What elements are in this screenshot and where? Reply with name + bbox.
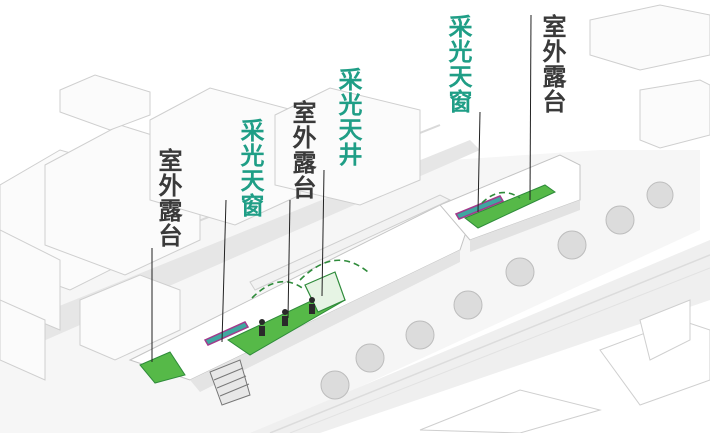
label-lightwell: 采光天井	[334, 67, 362, 167]
tree-icon	[505, 257, 535, 287]
label-terrace-middle: 室外露台	[288, 100, 316, 200]
foreground-buildings	[419, 299, 710, 433]
daylight-arcs	[251, 191, 521, 299]
label-terrace-right: 室外露台	[538, 14, 566, 114]
skylight-icon	[454, 195, 505, 220]
leader-lines	[151, 14, 532, 362]
trees	[320, 181, 674, 400]
person-icon	[259, 326, 265, 336]
label-skylight-left: 采光天窗	[236, 118, 264, 218]
label-terrace-left: 室外露台	[154, 148, 182, 248]
person-icon	[309, 297, 315, 303]
skylight-icon	[203, 321, 250, 346]
person-icon	[282, 309, 288, 315]
background-buildings	[0, 4, 710, 381]
stair-icon	[209, 359, 251, 406]
person-icon	[282, 316, 288, 326]
label-skylight-right: 采光天窗	[444, 14, 472, 114]
tree-icon	[320, 370, 350, 400]
tree-icon	[405, 320, 435, 350]
tree-icon	[453, 290, 483, 320]
tree-icon	[605, 205, 635, 235]
person-icon	[309, 304, 315, 314]
person-icon	[259, 319, 265, 325]
skylights	[203, 195, 505, 346]
tree-icon	[355, 343, 385, 373]
tree-icon	[646, 181, 674, 209]
people	[259, 297, 315, 336]
tree-icon	[557, 230, 587, 260]
